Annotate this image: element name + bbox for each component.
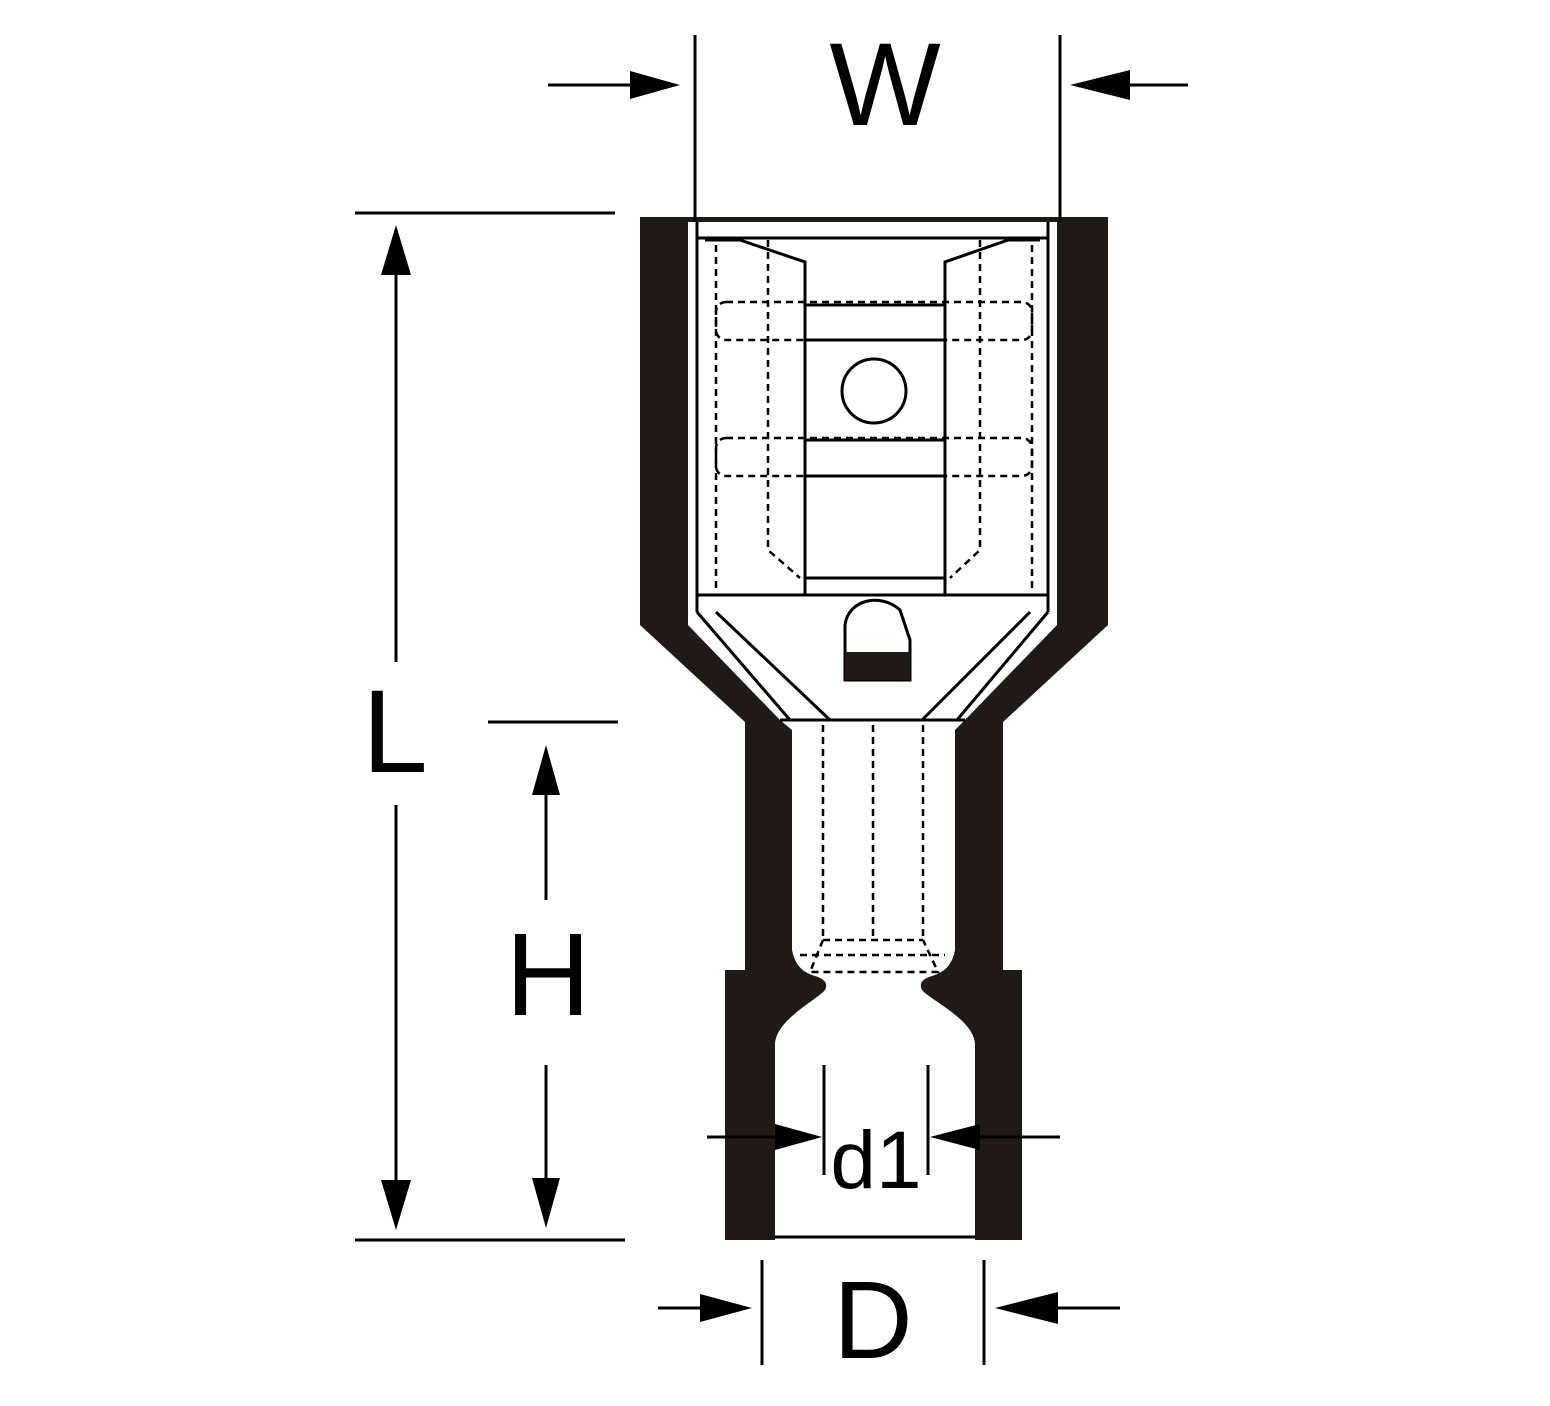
d1-left-arrow-icon (775, 1124, 822, 1150)
label-w: W (829, 19, 940, 151)
d-right-arrow-icon (995, 1292, 1058, 1324)
h-top-arrow-icon (532, 745, 560, 795)
label-h: H (505, 909, 590, 1041)
label-l: L (362, 666, 428, 798)
h-bottom-arrow-icon (532, 1178, 560, 1228)
insulation-sleeve (640, 217, 1108, 1240)
label-d1: d1 (830, 1115, 921, 1206)
l-top-arrow-icon (381, 225, 411, 275)
w-left-arrow-icon (630, 71, 680, 99)
label-d: D (833, 1259, 912, 1382)
hidden-lines (714, 240, 1034, 974)
dimension-arrowheads (381, 70, 1130, 1324)
d-left-arrow-icon (700, 1294, 752, 1322)
l-bottom-arrow-icon (381, 1180, 411, 1230)
w-right-arrow-icon (1070, 70, 1130, 100)
detent-tab-base (845, 652, 910, 680)
d1-right-arrow-icon (930, 1124, 980, 1150)
dimension-lines (355, 35, 1188, 1365)
